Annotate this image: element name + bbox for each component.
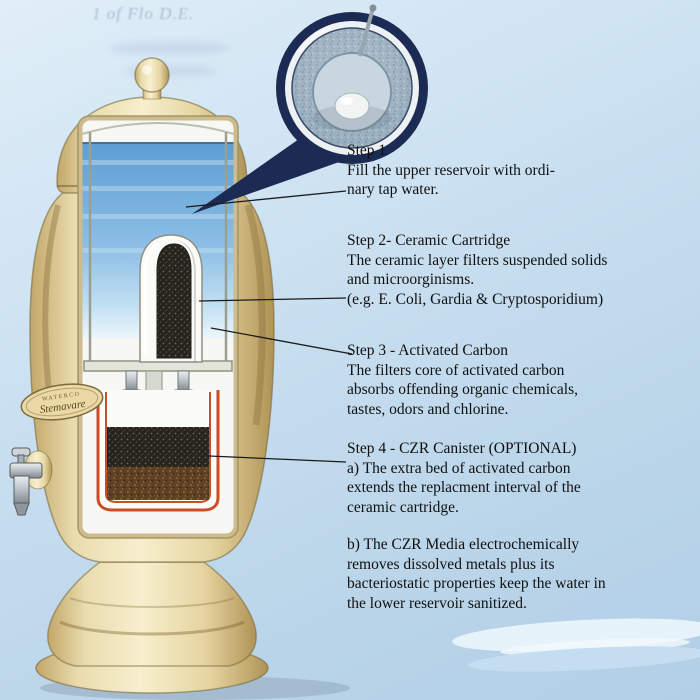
cutaway-window [77, 115, 239, 539]
carbon-core [156, 243, 192, 359]
activated-carbon-bed [107, 427, 209, 469]
czr-media-bed [107, 467, 209, 500]
pointer-line-step2 [198, 297, 347, 302]
magnifier-callout-wedge [192, 139, 342, 214]
print-bleed-smudge [125, 66, 215, 76]
pointer-line-step3 [210, 327, 353, 355]
spigot [9, 447, 53, 516]
brand-badge: WATERCO Stemavare [20, 383, 104, 421]
czr-canister [96, 390, 220, 512]
print-bleed-smudge [110, 42, 230, 54]
pointer-line-step1 [185, 190, 347, 208]
watermark-text: 1 of Flo D.E. [92, 4, 195, 23]
pedestal-base [35, 561, 269, 694]
ceramic-cartridge [139, 234, 203, 363]
inlet-rod [358, 7, 375, 57]
spigot-spout [13, 502, 30, 516]
badge-brand-text: WATERCO [42, 391, 81, 402]
magnifier-inset [276, 4, 428, 164]
lid-knob [134, 57, 170, 100]
pointer-line-step4 [208, 455, 347, 463]
lid-interior-line [81, 122, 235, 135]
ceramic-egg-element [334, 92, 370, 120]
